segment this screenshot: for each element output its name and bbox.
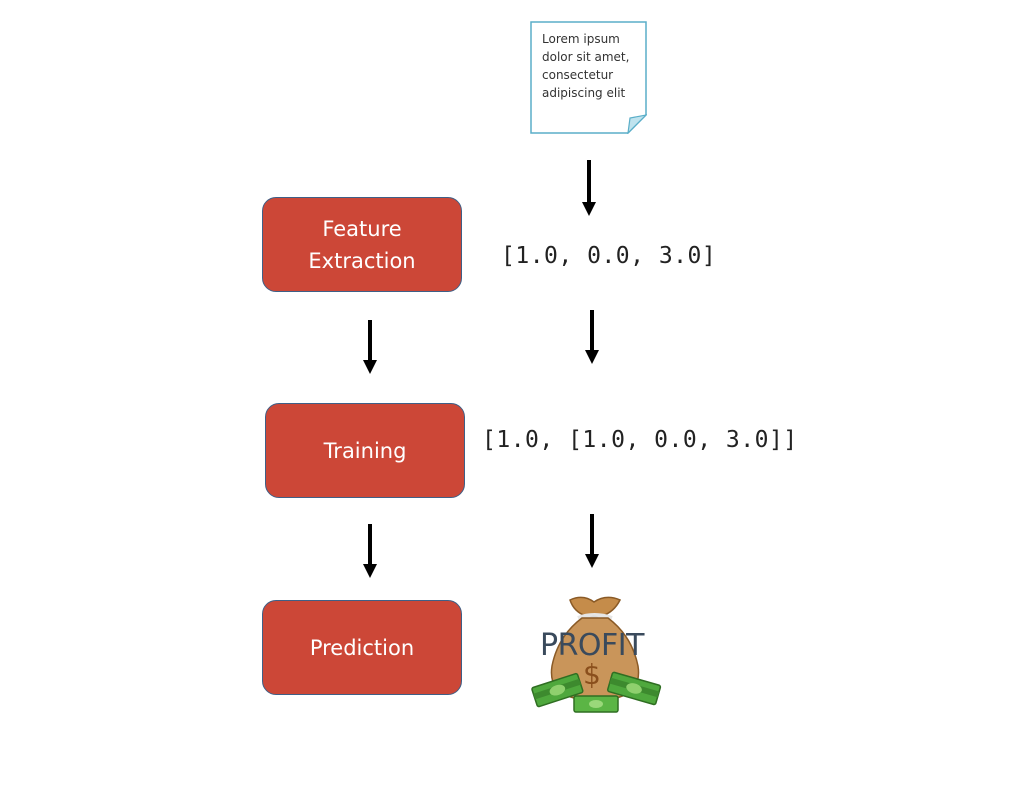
prediction-box: Prediction [262, 600, 462, 695]
profit-label: PROFIT [540, 628, 644, 663]
step-label-line: Extraction [308, 248, 416, 273]
svg-text:$: $ [583, 658, 601, 691]
feature-vector: [1.0, 0.0, 3.0] [501, 243, 717, 269]
training-label: Training [323, 438, 407, 463]
document-shape [530, 21, 647, 134]
arrow-down-icon [363, 320, 377, 374]
arrow-down-icon [363, 524, 377, 578]
arrow-down-icon [585, 514, 599, 568]
document-line: dolor sit amet, [542, 50, 630, 64]
money-bag-icon: $ PROFIT [528, 592, 662, 718]
arrow-down-icon [585, 310, 599, 364]
document-line: consectetur [542, 68, 614, 82]
document-line: Lorem ipsum [542, 32, 620, 46]
arrow-down-icon [582, 160, 596, 216]
document-line: adipiscing elit [542, 86, 626, 100]
training-box: Training [265, 403, 465, 498]
document-icon: Lorem ipsum dolor sit amet, consectetur … [530, 21, 647, 134]
money-bag-drawing: $ [531, 596, 662, 713]
prediction-label: Prediction [309, 635, 415, 660]
document-text: Lorem ipsum dolor sit amet, consectetur … [542, 30, 642, 102]
training-example-vector: [1.0, [1.0, 0.0, 3.0]] [482, 427, 798, 453]
step-label-line: Feature [322, 216, 402, 241]
feature-extraction-box: Feature Extraction [262, 197, 462, 292]
feature-extraction-label: Feature Extraction [308, 213, 415, 277]
